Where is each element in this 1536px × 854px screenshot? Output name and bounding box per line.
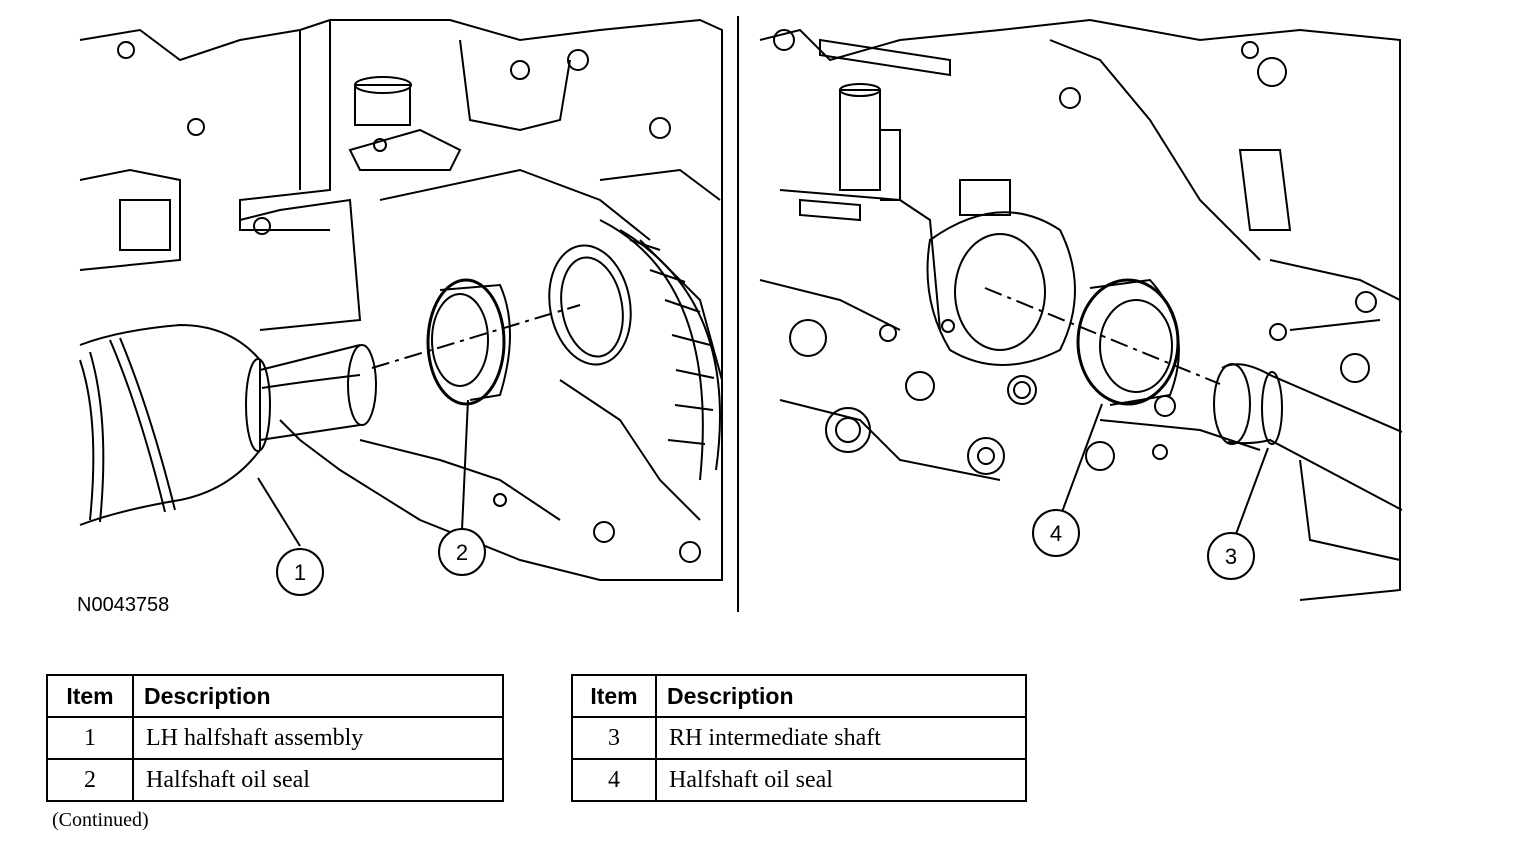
item-number: 4 <box>571 758 657 802</box>
svg-text:4: 4 <box>1050 521 1062 546</box>
exploded-view-illustration: 1 2 3 4 <box>79 16 1403 612</box>
item-number: 1 <box>46 716 134 760</box>
description-header: Description <box>132 674 504 718</box>
table-row: 2 Halfshaft oil seal <box>46 758 504 802</box>
continued-note: (Continued) <box>52 809 149 831</box>
left-panel-drawing <box>79 18 723 581</box>
svg-text:1: 1 <box>294 560 306 585</box>
item-description: RH intermediate shaft <box>655 716 1027 760</box>
description-header: Description <box>655 674 1027 718</box>
parts-table-right: Item Description 3 RH intermediate shaft… <box>571 674 1027 802</box>
svg-text:2: 2 <box>456 540 468 565</box>
item-number: 2 <box>46 758 134 802</box>
item-description: Halfshaft oil seal <box>655 758 1027 802</box>
item-header: Item <box>571 674 657 718</box>
item-header: Item <box>46 674 134 718</box>
item-number: 3 <box>571 716 657 760</box>
table-header-row: Item Description <box>571 674 1027 718</box>
table-row: 3 RH intermediate shaft <box>571 716 1027 760</box>
table-row: 1 LH halfshaft assembly <box>46 716 504 760</box>
item-description: LH halfshaft assembly <box>132 716 504 760</box>
callout-1: 1 <box>276 548 324 596</box>
svg-text:3: 3 <box>1225 544 1237 569</box>
right-panel-drawing <box>759 18 1403 601</box>
callout-4: 4 <box>1032 509 1080 557</box>
table-row: 4 Halfshaft oil seal <box>571 758 1027 802</box>
item-description: Halfshaft oil seal <box>132 758 504 802</box>
table-header-row: Item Description <box>46 674 504 718</box>
callout-2: 2 <box>438 528 486 576</box>
figure-id: N0043758 <box>77 594 170 616</box>
parts-table-left: Item Description 1 LH halfshaft assembly… <box>46 674 504 802</box>
callout-3: 3 <box>1207 532 1255 580</box>
